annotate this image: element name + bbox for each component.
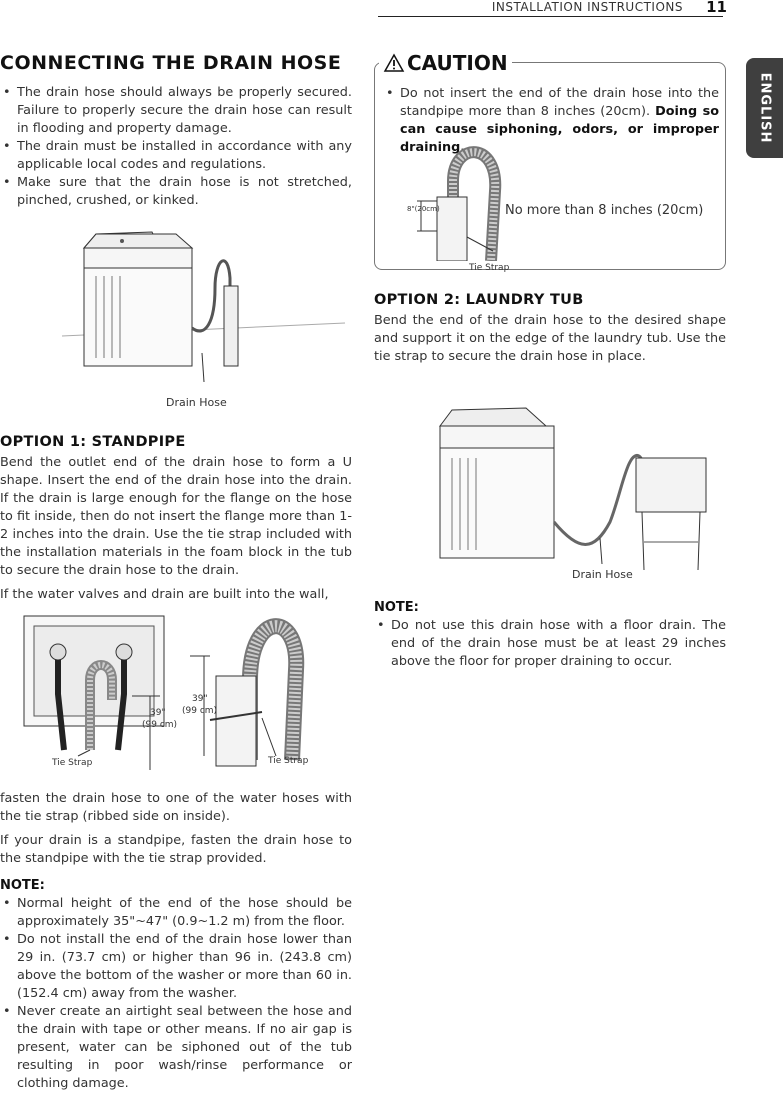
- notes-right: Do not use this drain hose with a floor …: [374, 617, 726, 671]
- fasten-text: fasten the drain hose to one of the wate…: [0, 791, 352, 824]
- standpipe-text: If your drain is a standpipe, fasten the…: [0, 833, 352, 866]
- caution-title: CAUTION: [407, 51, 508, 75]
- wall-text: If the water valves and drain are built …: [0, 587, 329, 602]
- page-number: 11: [706, 0, 727, 16]
- language-tab[interactable]: ENGLISH: [746, 58, 783, 158]
- list-item: Never create an airtight seal between th…: [0, 1003, 352, 1093]
- caution-tie-strap-label: Tie Strap: [469, 263, 510, 273]
- right-column: CAUTION Do not insert the end of the dra…: [374, 51, 726, 671]
- dim-a-metric-label: (99 cm): [142, 720, 178, 730]
- dim-b-label: 39": [192, 694, 208, 704]
- notes-left: Normal height of the end of the hose sho…: [0, 895, 352, 1093]
- intro-bullets: The drain hose should always be properly…: [0, 84, 352, 210]
- option1-title: OPTION 1: STANDPIPE: [0, 434, 186, 450]
- page-header: INSTALLATION INSTRUCTIONS 11: [378, 0, 783, 18]
- header-rule: [378, 16, 723, 17]
- wall-standpipe-illustration: [23, 615, 305, 770]
- caution-text: Do not insert the end of the drain hose …: [400, 86, 719, 119]
- washer-drain-hose-illustration: [61, 231, 346, 383]
- list-item: Make sure that the drain hose is not str…: [0, 174, 352, 210]
- list-item: The drain must be installed in accordanc…: [0, 138, 352, 174]
- left-column: CONNECTING THE DRAIN HOSE The drain hose…: [0, 52, 352, 1093]
- caution-heading: CAUTION: [379, 51, 512, 75]
- caution-bold-text: Doing so can cause siphoning, odors, or …: [400, 104, 719, 155]
- tie-strap-right-label: Tie Strap: [268, 756, 309, 766]
- language-tab-label: ENGLISH: [757, 72, 772, 144]
- option2-title: OPTION 2: LAUNDRY TUB: [374, 292, 584, 308]
- warning-triangle-icon: [383, 53, 405, 72]
- list-item: The drain hose should always be properly…: [0, 84, 352, 138]
- tie-strap-left-label: Tie Strap: [52, 758, 93, 768]
- list-item: Do not use this drain hose with a floor …: [374, 617, 726, 671]
- caution-dim-label: 8"(20cm): [407, 205, 440, 213]
- section-title: INSTALLATION INSTRUCTIONS: [491, 0, 683, 14]
- note-title-right: NOTE:: [374, 600, 419, 615]
- caution-figure-label: No more than 8 inches (20cm): [505, 203, 704, 218]
- caution-list: Do not insert the end of the drain hose …: [383, 85, 719, 157]
- wall-standpipe-figure: 39" (99 cm) 39" (99 cm) Tie Strap Tie St…: [0, 610, 352, 780]
- drain-hose-label: Drain Hose: [166, 396, 227, 409]
- option2-text: Bend the end of the drain hose to the de…: [374, 313, 726, 364]
- laundry-tub-figure: Drain Hose: [374, 402, 726, 592]
- dim-a-label: 39": [150, 708, 166, 718]
- washer-drain-hose-figure: Drain Hose: [0, 228, 352, 416]
- list-item: Do not insert the end of the drain hose …: [383, 85, 719, 157]
- list-item: Do not install the end of the drain hose…: [0, 931, 352, 1003]
- note-title-left: NOTE:: [0, 878, 45, 893]
- laundry-tub-illustration: [439, 407, 707, 571]
- caution-box: CAUTION Do not insert the end of the dra…: [374, 51, 726, 273]
- dim-b-metric-label: (99 cm): [182, 706, 218, 716]
- main-title: CONNECTING THE DRAIN HOSE: [0, 52, 342, 74]
- option1-text: Bend the outlet end of the drain hose to…: [0, 455, 352, 578]
- drain-hose-tub-label: Drain Hose: [572, 568, 633, 581]
- caution-standpipe-illustration: [417, 146, 502, 261]
- list-item: Normal height of the end of the hose sho…: [0, 895, 352, 931]
